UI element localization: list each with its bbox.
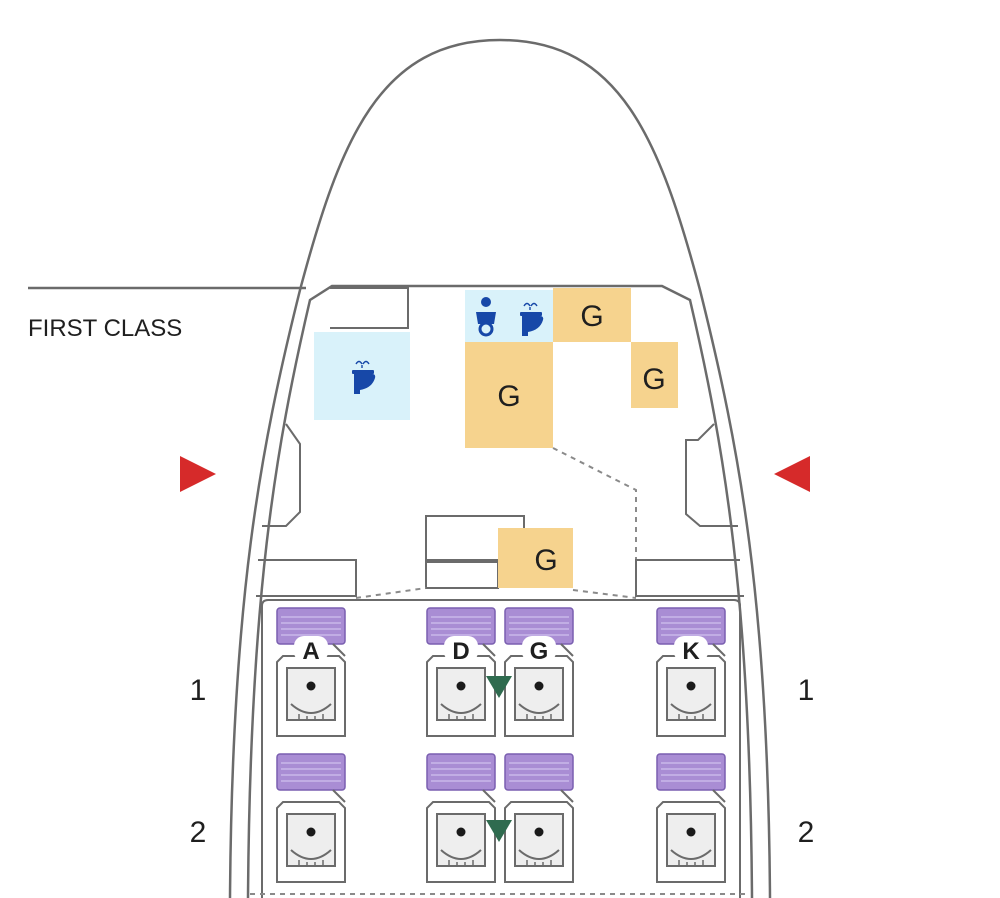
galley-4: G	[498, 528, 573, 588]
seat-letter: G	[530, 638, 549, 665]
cabin-frame	[261, 599, 741, 898]
curtain-left	[355, 587, 427, 599]
svg-text:G: G	[497, 380, 520, 413]
bassinet-icon	[486, 676, 512, 698]
row-number-left: 1	[190, 674, 207, 707]
seat-2A[interactable]	[276, 753, 346, 883]
seat-2G[interactable]	[504, 753, 574, 883]
svg-text:G: G	[642, 363, 665, 396]
fuselage-outline	[228, 38, 772, 898]
exit-arrow-right-icon	[774, 456, 810, 492]
seat-1D[interactable]: D	[426, 607, 496, 737]
class-label: FIRST CLASS	[28, 315, 182, 342]
seat-1G[interactable]: G	[504, 607, 574, 737]
curtain-right	[552, 447, 637, 560]
row-1: A D G K 1 1	[190, 607, 815, 737]
seat-letter: D	[452, 638, 469, 665]
lavatory-center	[465, 290, 553, 342]
door-right	[685, 423, 738, 527]
galley-1: G	[553, 288, 631, 342]
seat-2K[interactable]	[656, 753, 726, 883]
seat-1K[interactable]: K	[656, 607, 726, 737]
closet-left	[256, 559, 357, 597]
bassinet-icon	[486, 820, 512, 842]
galley-3: G	[631, 342, 678, 408]
svg-text:G: G	[534, 544, 557, 577]
seat-2D[interactable]	[426, 753, 496, 883]
seat-letter: K	[682, 638, 700, 665]
door-left	[262, 423, 301, 527]
seat-1A[interactable]: A	[276, 607, 346, 737]
row-2: 2 2	[190, 753, 815, 883]
row-number-left: 2	[190, 816, 207, 849]
row-number-right: 1	[798, 674, 815, 707]
svg-text:G: G	[580, 300, 603, 333]
row-number-right: 2	[798, 816, 815, 849]
baby-changing-icon	[476, 297, 496, 337]
exit-arrow-left-icon	[180, 456, 216, 492]
closet-right	[635, 559, 744, 597]
curtain-mid	[572, 589, 637, 599]
galley-2: G	[465, 342, 553, 448]
closet-front-left	[330, 287, 409, 329]
lavatory-left	[314, 332, 410, 420]
seat-letter: A	[302, 638, 319, 665]
